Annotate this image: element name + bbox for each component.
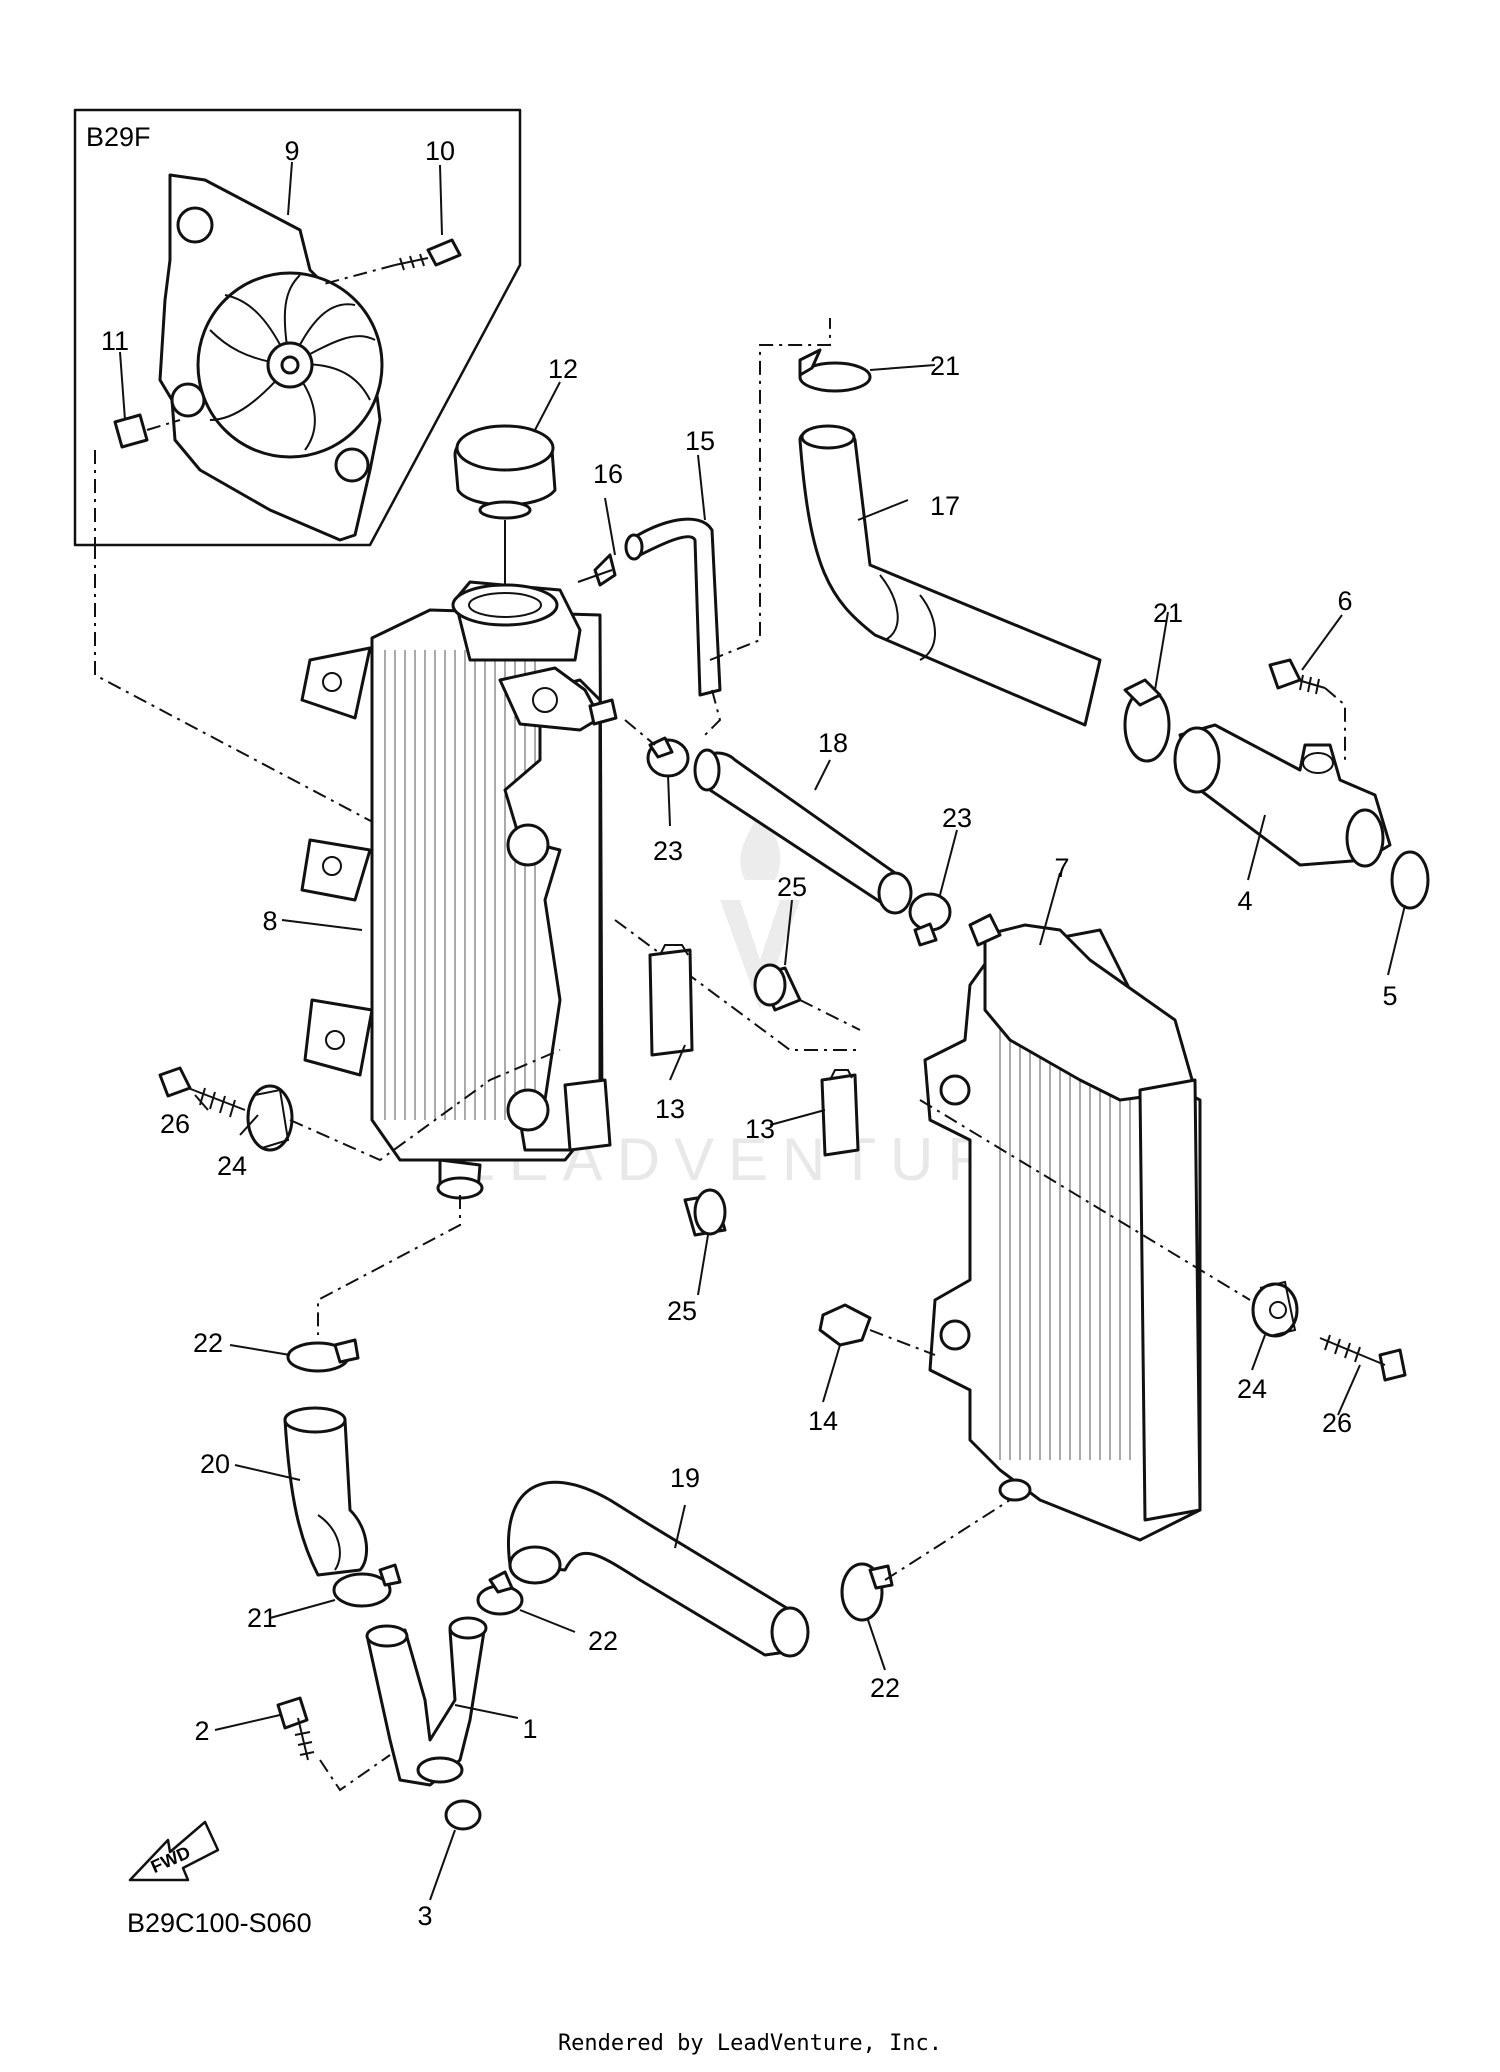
grommet-24-right bbox=[1251, 1280, 1299, 1338]
damper-14 bbox=[818, 1303, 872, 1347]
clamp-21-right bbox=[1123, 678, 1171, 763]
callout-14: 14 bbox=[808, 1406, 838, 1436]
clamp-22-right bbox=[840, 1562, 894, 1622]
bolt-26-left bbox=[158, 1066, 246, 1118]
callout-18: 18 bbox=[818, 728, 848, 758]
collar-25-bottom bbox=[683, 1188, 727, 1237]
render-credit: Rendered by LeadVenture, Inc. bbox=[558, 2031, 942, 2056]
fan-nut-11 bbox=[113, 413, 149, 449]
callout-13-right: 13 bbox=[745, 1114, 775, 1144]
callout-8: 8 bbox=[262, 906, 277, 936]
callout-22-right: 22 bbox=[870, 1673, 900, 1703]
callout-2: 2 bbox=[194, 1716, 209, 1746]
collar-25-top bbox=[753, 963, 802, 1012]
right-radiator bbox=[923, 913, 1202, 1542]
callout-24-right: 24 bbox=[1237, 1374, 1267, 1404]
callout-9: 9 bbox=[284, 136, 299, 166]
callout-16: 16 bbox=[593, 459, 623, 489]
bolt-6 bbox=[1268, 658, 1326, 695]
o-ring-5 bbox=[1390, 850, 1430, 910]
upper-hose-17 bbox=[798, 427, 1102, 727]
callout-21-top: 21 bbox=[930, 351, 960, 381]
callout-26-left: 26 bbox=[160, 1109, 190, 1139]
callout-23-right: 23 bbox=[942, 803, 972, 833]
clamp-22-middle bbox=[476, 1570, 524, 1616]
callout-6: 6 bbox=[1337, 586, 1352, 616]
damper-13-right bbox=[820, 1069, 860, 1157]
hose-19 bbox=[507, 1480, 802, 1657]
damper-13-left bbox=[648, 944, 694, 1057]
callout-22-middle: 22 bbox=[588, 1626, 618, 1656]
callout-21-right: 21 bbox=[1153, 598, 1183, 628]
radiator-cap-12 bbox=[453, 424, 557, 520]
left-radiator bbox=[300, 580, 618, 1200]
callout-4: 4 bbox=[1237, 886, 1252, 916]
fitting-4 bbox=[1173, 723, 1392, 868]
callout-21-lower: 21 bbox=[247, 1603, 277, 1633]
leader-lines bbox=[119, 161, 1406, 1901]
callout-23-left: 23 bbox=[653, 836, 683, 866]
top-clamp-21 bbox=[798, 348, 872, 393]
callout-11: 11 bbox=[101, 326, 129, 356]
bolt-2 bbox=[276, 1696, 315, 1761]
callout-25-top: 25 bbox=[777, 872, 807, 902]
clamp-21-lower bbox=[332, 1563, 402, 1608]
fwd-arrow-icon: FWD bbox=[128, 1820, 220, 1882]
fan-inset: B29F bbox=[73, 108, 522, 547]
callout-24-left: 24 bbox=[217, 1151, 247, 1181]
callout-15: 15 bbox=[685, 426, 715, 456]
callout-3: 3 bbox=[417, 1901, 432, 1931]
callout-17: 17 bbox=[930, 491, 960, 521]
callout-1: 1 bbox=[522, 1714, 537, 1744]
clamp-23-left bbox=[646, 736, 690, 778]
callout-22-left: 22 bbox=[193, 1328, 223, 1358]
callouts: 9 10 11 12 15 16 21 17 21 6 18 23 7 4 5 … bbox=[101, 136, 1398, 1931]
fitting-1 bbox=[365, 1616, 488, 1787]
drawing-code: B29C100-S060 bbox=[127, 1908, 312, 1938]
grommet-24-left bbox=[246, 1084, 294, 1152]
overflow-hose-15 bbox=[628, 517, 722, 697]
callout-7: 7 bbox=[1054, 853, 1069, 883]
clamp-23-right bbox=[908, 892, 952, 947]
hose-20 bbox=[283, 1407, 369, 1577]
callout-5: 5 bbox=[1382, 981, 1397, 1011]
callout-10: 10 bbox=[425, 136, 455, 166]
clamp-22-left bbox=[286, 1338, 360, 1373]
inset-code-label: B29F bbox=[86, 122, 151, 152]
callout-19: 19 bbox=[670, 1463, 700, 1493]
callout-26-right: 26 bbox=[1322, 1408, 1352, 1438]
fan-bolt-10 bbox=[394, 238, 462, 271]
callout-13-left: 13 bbox=[655, 1094, 685, 1124]
bolt-26-right bbox=[1319, 1334, 1407, 1382]
callout-25-bottom: 25 bbox=[667, 1296, 697, 1326]
callout-12: 12 bbox=[548, 354, 578, 384]
callout-20: 20 bbox=[200, 1449, 230, 1479]
o-ring-3 bbox=[444, 1799, 482, 1831]
